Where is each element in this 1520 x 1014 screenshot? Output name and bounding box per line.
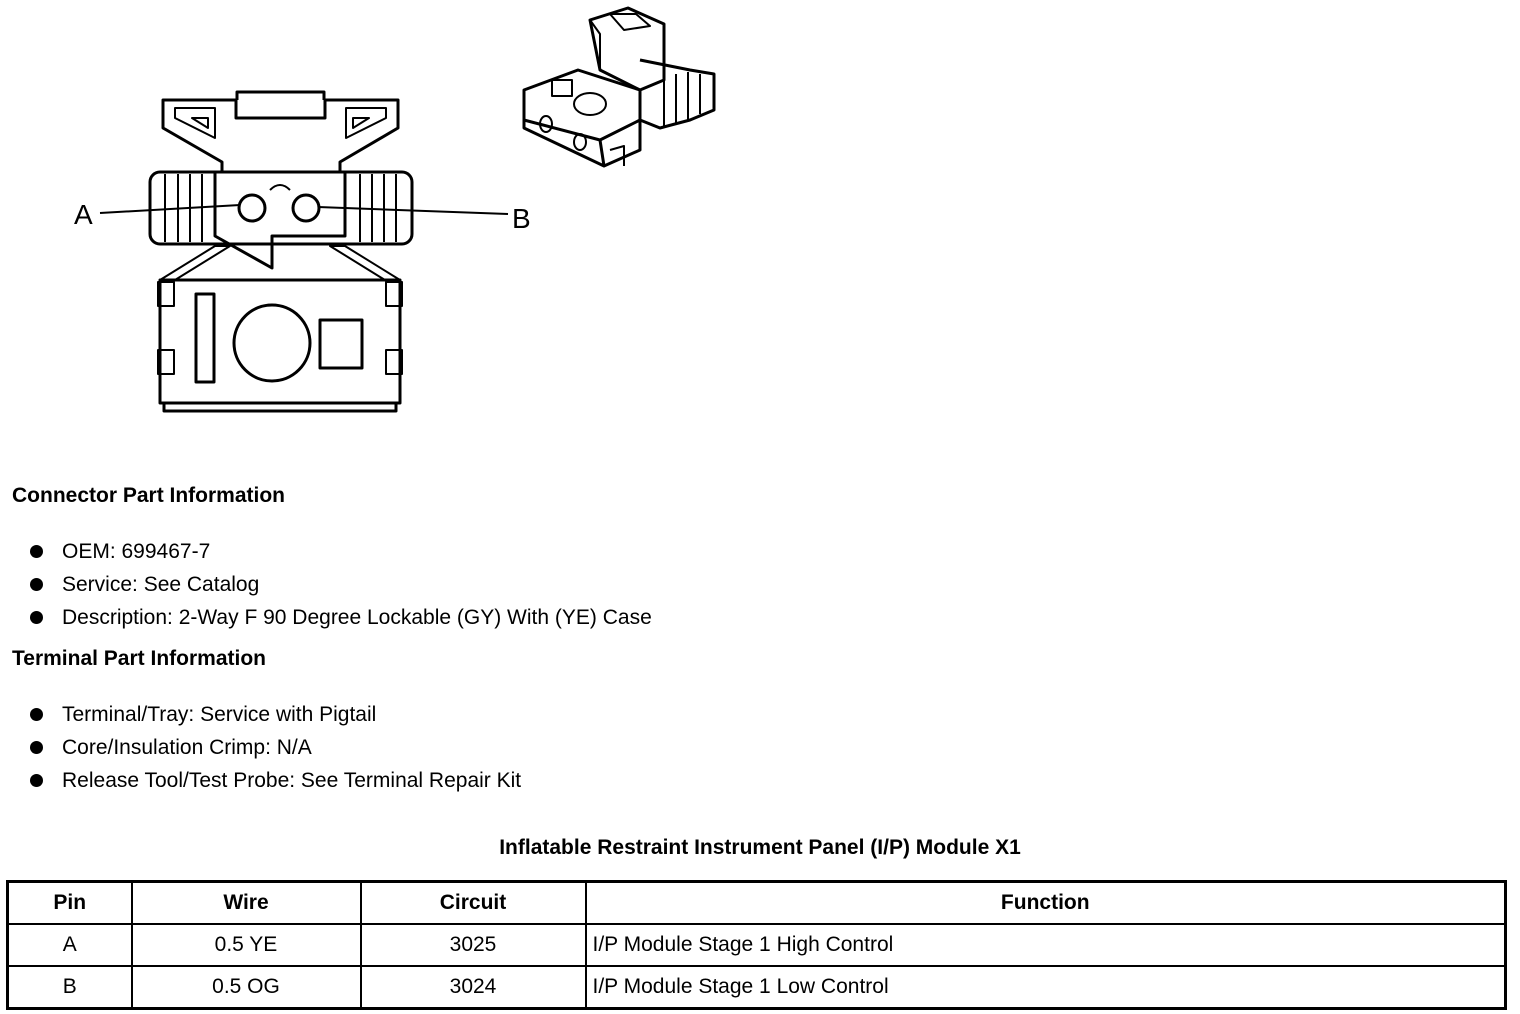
pin-b-callout-line (317, 206, 509, 215)
list-item: Terminal/Tray: Service with Pigtail (30, 698, 521, 731)
list-item: Description: 2-Way F 90 Degree Lockable … (30, 601, 652, 634)
cell-wire: 0.5 OG (130, 965, 362, 1010)
bullet-icon (30, 774, 43, 787)
list-item: OEM: 699467-7 (30, 535, 652, 568)
pin-a-callout-line (99, 204, 241, 214)
pinout-table: Pin Wire Circuit Function A 0.5 YE 3025 … (6, 880, 1507, 1010)
connector-info-title: Connector Part Information (12, 484, 286, 507)
connector-info-list: OEM: 699467-7 Service: See Catalog Descr… (30, 535, 652, 634)
bullet-icon (30, 545, 43, 558)
pin-a-label: A (74, 199, 93, 230)
cell-circuit: 3025 (359, 923, 587, 967)
bullet-icon (30, 708, 43, 721)
cell-wire: 0.5 YE (130, 923, 362, 967)
bullet-icon (30, 611, 43, 624)
terminal-info-list: Terminal/Tray: Service with Pigtail Core… (30, 698, 521, 797)
table-header-row: Pin Wire Circuit Function (6, 880, 1507, 925)
cell-function: I/P Module Stage 1 High Control (584, 923, 1507, 967)
table-row: A 0.5 YE 3025 I/P Module Stage 1 High Co… (6, 923, 1507, 967)
cell-function: I/P Module Stage 1 Low Control (584, 965, 1507, 1010)
table-title: Inflatable Restraint Instrument Panel (I… (499, 836, 1021, 859)
cell-pin: A (6, 923, 133, 967)
pin-b-label: B (512, 203, 531, 234)
cell-circuit: 3024 (359, 965, 587, 1010)
connector-illustration: A B (74, 6, 716, 413)
column-header-wire: Wire (130, 880, 362, 925)
column-header-function: Function (584, 880, 1507, 925)
list-item: Release Tool/Test Probe: See Terminal Re… (30, 764, 521, 797)
list-item: Core/Insulation Crimp: N/A (30, 731, 521, 764)
column-header-pin: Pin (6, 880, 133, 925)
bullet-icon (30, 578, 43, 591)
terminal-info-title: Terminal Part Information (12, 647, 266, 670)
list-item: Service: See Catalog (30, 568, 652, 601)
cell-pin: B (6, 965, 133, 1010)
column-header-circuit: Circuit (359, 880, 587, 925)
bullet-icon (30, 741, 43, 754)
connector-isometric-view (522, 6, 716, 168)
table-row: B 0.5 OG 3024 I/P Module Stage 1 Low Con… (6, 965, 1507, 1010)
